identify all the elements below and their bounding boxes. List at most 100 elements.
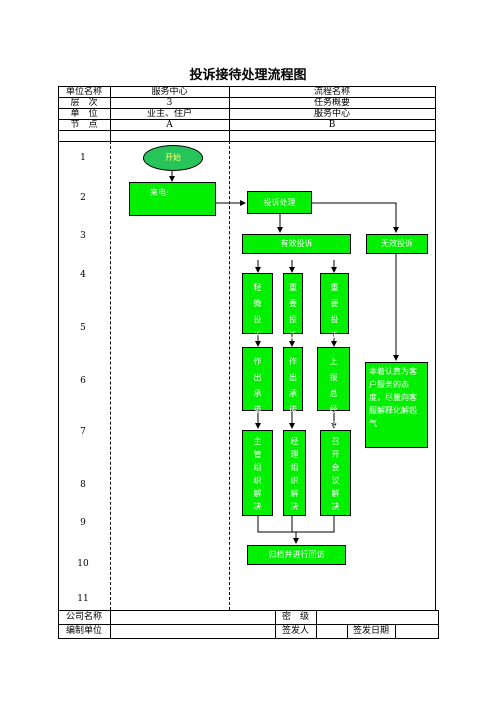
box-char: 经: [329, 405, 338, 414]
box-char: 解: [331, 489, 340, 498]
box-char: 组: [253, 463, 262, 472]
footer-secret-label: 密 级: [281, 612, 309, 622]
box-char: 决: [331, 502, 340, 511]
table-rule: [58, 130, 436, 131]
box-char: 总: [329, 389, 338, 398]
row-number: 1: [80, 153, 86, 163]
box-char: 诺: [253, 405, 262, 414]
footer-date-label: 签发日期: [352, 626, 389, 636]
explain-node: 本着认真为客户服务的态度，尽量向客服解释化解怨气: [365, 362, 428, 448]
box-char: 微: [253, 299, 262, 308]
header-unit-b-value: 服务中心: [313, 109, 350, 119]
table-rule: [58, 141, 436, 142]
table-rule: [58, 97, 436, 98]
table-rule: [58, 119, 436, 120]
supervisor-solve-node: 主管组织解决: [242, 430, 273, 516]
row-number: 2: [80, 193, 86, 203]
valid-complaint-node: 有效投诉: [242, 234, 351, 254]
table-col-rule: [229, 86, 230, 141]
box-char: 决: [290, 502, 299, 511]
important-complaint-node: 重要投诉: [320, 273, 349, 340]
header-unit-a-value: 业主、住户: [146, 109, 192, 119]
box-char: 理: [290, 450, 299, 459]
box-char: 承: [289, 389, 297, 398]
box-char: 主: [253, 437, 262, 446]
box-char: 会: [331, 463, 340, 472]
footer-company-label: 公司名称: [65, 612, 102, 622]
footer-rule: [58, 638, 439, 639]
table-border-left: [58, 86, 59, 638]
report-manager-node: 上报总经理: [317, 347, 350, 430]
box-char: 诉: [289, 331, 297, 340]
table-border-right: [435, 86, 436, 610]
footer-col-rule: [395, 624, 396, 638]
footer-rule: [58, 624, 439, 625]
box-char: 诉: [253, 331, 262, 340]
promise-node: 作出承诺: [242, 347, 273, 414]
row-number: 7: [80, 427, 86, 437]
box-char: 作: [253, 357, 262, 366]
row-number: 3: [80, 231, 86, 241]
box-char: 理: [329, 421, 338, 430]
row-number: 5: [80, 323, 86, 333]
call-node: 来电:: [129, 182, 216, 216]
box-char: 轻: [253, 283, 262, 292]
box-char: 诺: [289, 405, 297, 414]
row-number: 11: [77, 594, 89, 604]
box-char: 重: [289, 283, 297, 292]
footer-issuer-label: 签发人: [281, 626, 309, 636]
header-unit-label: 单 位: [70, 109, 98, 119]
header-level-label: 层 次: [70, 98, 98, 108]
box-char: 承: [253, 389, 262, 398]
complaint-process-node: 投诉处理: [247, 191, 312, 214]
lane-divider: [229, 141, 230, 610]
box-char: 报: [329, 373, 338, 382]
archive-followup-node: 归档并进行回访: [247, 545, 346, 565]
table-col-rule: [110, 86, 111, 141]
lane-divider: [110, 141, 111, 610]
invalid-complaint-node: 无效投诉: [366, 234, 428, 254]
header-task-summary-label: 任务概要: [313, 98, 350, 108]
row-number: 9: [80, 518, 86, 528]
header-unit-name-value: 服务中心: [151, 87, 188, 97]
box-char: 上: [329, 357, 338, 366]
table-border-top: [58, 86, 436, 87]
header-node-b: B: [328, 120, 336, 130]
footer-col-rule: [110, 610, 111, 638]
footer-col-rule: [275, 610, 276, 638]
box-char: 经: [290, 437, 299, 446]
start-node: 开始: [143, 145, 203, 171]
row-number: 10: [77, 559, 89, 569]
row-number: 8: [80, 480, 86, 490]
footer-col-rule: [316, 610, 317, 638]
box-char: 投: [289, 315, 297, 324]
row-number: 4: [80, 270, 86, 280]
box-char: 解: [253, 489, 262, 498]
light-complaint-node: 轻微投诉: [242, 273, 273, 340]
footer-unit-label: 编制单位: [65, 626, 102, 636]
row-number: 6: [80, 376, 86, 386]
box-char: 解: [290, 489, 299, 498]
table-rule: [58, 108, 436, 109]
box-char: 开: [331, 450, 340, 459]
footer-col-rule: [347, 624, 348, 638]
header-process-name-label: 流程名称: [313, 87, 350, 97]
box-char: 作: [289, 357, 297, 366]
box-char: 投: [330, 315, 339, 324]
header-unit-name-label: 单位名称: [65, 87, 102, 97]
footer-col-rule: [438, 610, 439, 638]
meeting-solve-node: 召开会议解决: [320, 430, 351, 516]
header-node-a: A: [166, 120, 173, 130]
box-char: 织: [290, 476, 299, 485]
page-title: 投诉接待处理流程图: [189, 68, 307, 83]
box-char: 议: [331, 476, 340, 485]
important-complaint-node: 重要投诉: [283, 273, 303, 340]
box-char: 投: [253, 315, 262, 324]
footer-rule: [58, 610, 439, 611]
box-char: 出: [253, 373, 262, 382]
promise-node: 作出承诺: [283, 347, 303, 414]
box-char: 出: [289, 373, 297, 382]
manager-solve-node: 经理组织解决: [283, 430, 306, 516]
box-char: 要: [330, 299, 339, 308]
